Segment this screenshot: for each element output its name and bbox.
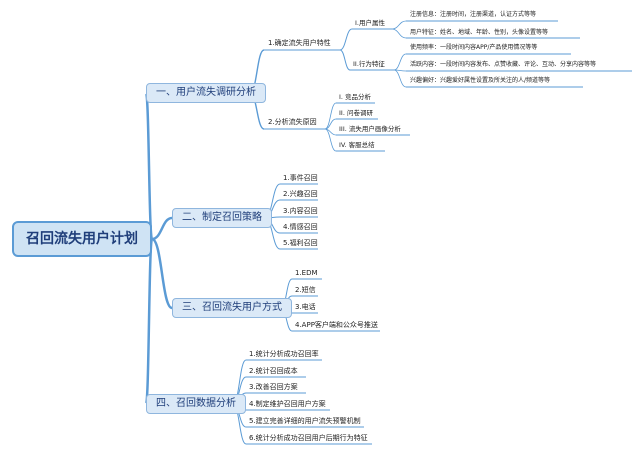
method-sms[interactable]: 2.短信 [295, 286, 316, 294]
strategy-content[interactable]: 3.内容召回 [283, 207, 318, 215]
connector-line [391, 28, 407, 39]
method-app-push[interactable]: 4.APP客户端和公众号推送 [295, 321, 378, 329]
topic-behavior-traits[interactable]: II.行为特征 [353, 60, 385, 68]
connector-line [144, 237, 154, 406]
reason-churn-persona[interactable]: III. 流失用户画像分析 [339, 125, 401, 133]
branch-recall-methods[interactable]: 三、召回流失用户方式 [172, 298, 292, 318]
strategy-event[interactable]: 1.事件召回 [283, 174, 318, 182]
topic-analyze-churn-reasons[interactable]: 2.分析流失原因 [268, 118, 317, 126]
connector-line [151, 216, 173, 241]
leaf-registration-info: 注册信息：注册时间，注册渠道，认证方式等等 [410, 11, 537, 18]
connector-line [324, 102, 337, 130]
analysis-post-recall-behavior[interactable]: 6.统计分析成功召回用户后期行为特征 [249, 434, 368, 442]
leaf-usage-frequency: 使用频率：一段时间内容APP/产品使用情况等等 [410, 44, 538, 51]
strategy-emotion[interactable]: 4.情感召回 [283, 223, 318, 231]
analysis-recall-cost[interactable]: 2.统计召回成本 [249, 367, 298, 375]
analysis-warning-mechanism[interactable]: 5.建立完善详细的用户流失预警机制 [249, 417, 361, 425]
strategy-interest[interactable]: 2.兴趣召回 [283, 190, 318, 198]
connector-line [393, 69, 407, 88]
leaf-active-content: 活跃内容：一段时间内容发布、点赞收藏、评论、互动、分享内容等等 [410, 61, 597, 68]
connector-line [339, 49, 351, 71]
root-topic[interactable]: 召回流失用户计划 [12, 221, 152, 257]
analysis-recall-rate[interactable]: 1.统计分析成功召回率 [249, 350, 319, 358]
analysis-maintenance-plan[interactable]: 4.制定维护召回用户方案 [249, 400, 326, 408]
reason-competitor-analysis[interactable]: I. 竞品分析 [339, 93, 372, 101]
connector-line [339, 28, 353, 51]
leaf-interest-preference: 兴趣偏好：兴趣爱好属性设置及所关注的人/频道等等 [410, 77, 551, 84]
connector-line [393, 53, 407, 71]
reason-survey[interactable]: II. 问卷调研 [339, 109, 373, 117]
analysis-improve-plan[interactable]: 3.改善召回方案 [249, 383, 298, 391]
topic-user-attributes[interactable]: I.用户属性 [355, 19, 385, 27]
method-phone[interactable]: 3.电话 [295, 303, 316, 311]
leaf-user-features: 用户特征：姓名、地域、年龄、性别，头像设置等等 [410, 29, 549, 36]
connector-line [391, 20, 407, 30]
branch-recall-data-analysis[interactable]: 四、召回数据分析 [146, 394, 246, 414]
connector-line [144, 91, 154, 241]
branch-recall-strategy[interactable]: 二、制定召回策略 [172, 208, 272, 228]
topic-define-churn-traits[interactable]: 1.确定流失用户特性 [268, 39, 331, 47]
strategy-benefit[interactable]: 5.福利召回 [283, 239, 318, 247]
connector-line [324, 118, 337, 130]
method-edm[interactable]: 1.EDM [295, 269, 318, 277]
reason-support-summary[interactable]: IV. 客服总结 [339, 141, 375, 149]
connector-line [151, 237, 173, 310]
branch-user-churn-research[interactable]: 一、用户流失调研分析 [146, 83, 266, 103]
connector-line [324, 128, 337, 152]
